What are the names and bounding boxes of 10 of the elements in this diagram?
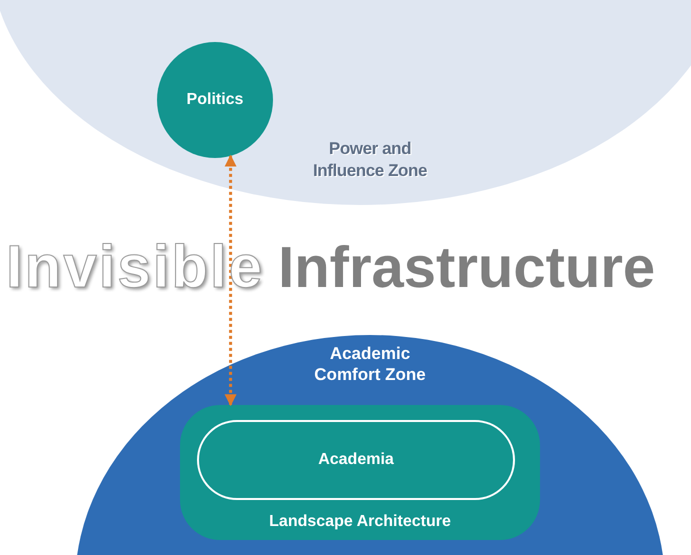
title-word: Infrastructure (278, 234, 656, 302)
dotted-arrow (224, 154, 237, 406)
zone-label: Academic Comfort Zone (313, 343, 427, 385)
title-word: Invisible (6, 232, 264, 302)
rounded-box (197, 420, 515, 500)
rounded-panel (180, 405, 540, 540)
zone-label: Power and Influence Zone (312, 138, 428, 182)
box-label: Academia (318, 450, 394, 470)
node-label: Politics (186, 90, 244, 110)
panel-label: Landscape Architecture (268, 512, 452, 532)
